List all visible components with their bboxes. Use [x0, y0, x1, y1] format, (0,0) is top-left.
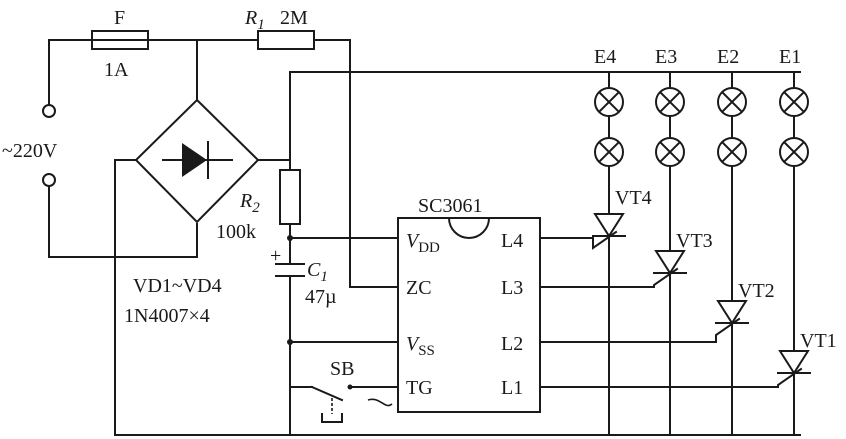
pin-vdd: VDD	[406, 230, 440, 256]
c1-plus: +	[270, 245, 281, 267]
c1-value: 47µ	[305, 286, 337, 308]
lamp-label-e2: E2	[717, 46, 739, 68]
pin-l1: L1	[501, 377, 523, 399]
r2-value: 100k	[216, 221, 256, 243]
pin-l2: L2	[501, 333, 523, 355]
pin-l4: L4	[501, 230, 523, 252]
thyristor-label-vt2: VT2	[738, 280, 775, 302]
c1-symbol: C1	[307, 259, 328, 285]
lamp-e3-a	[655, 87, 685, 117]
top-wiring	[48, 39, 399, 288]
lamp-e2-a	[717, 87, 747, 117]
lamp-label-e3: E3	[655, 46, 677, 68]
fuse-f: F 1A	[91, 7, 149, 81]
lamp-label-e1: E1	[779, 46, 801, 68]
capacitor-c1-labels: + C1 47µ	[270, 245, 337, 308]
r2-symbol: R2	[239, 190, 260, 216]
thyristor-label-vt3: VT3	[676, 230, 713, 252]
switch-label: SB	[330, 358, 354, 380]
resistor-r2-labels: R2 100k	[216, 190, 260, 243]
ic-sc3061: SC3061 VDD ZC VSS TG L4 L3 L2 L1	[397, 195, 541, 413]
switch-sb: SB	[289, 358, 399, 423]
pin-tg: TG	[406, 377, 433, 399]
lamp-e2-b	[717, 137, 747, 167]
lamp-e1-b	[779, 137, 809, 167]
bridge-diodes: VD1~VD4	[133, 275, 222, 297]
lamp-e4-b	[594, 137, 624, 167]
bridge-rectifier: VD1~VD4 1N4007×4	[114, 98, 291, 436]
r1-value: 2M	[280, 7, 308, 29]
bridge-part: 1N4007×4	[124, 305, 210, 327]
pin-l3: L3	[501, 277, 523, 299]
lamp-e3-b	[655, 137, 685, 167]
thyristor-label-vt1: VT1	[800, 330, 837, 352]
fuse-rating: 1A	[104, 59, 129, 81]
mains-input: ~220V	[2, 104, 198, 258]
ic-name: SC3061	[418, 195, 482, 217]
pin-vss: VSS	[406, 333, 435, 359]
lamp-label-e4: E4	[594, 46, 616, 68]
r1-symbol: R1	[244, 7, 265, 33]
supply-branch	[275, 71, 801, 436]
mains-label: ~220V	[2, 140, 58, 162]
pin-zc: ZC	[406, 277, 432, 299]
lamp-e4-a	[594, 87, 624, 117]
lamp-e1-a	[779, 87, 809, 117]
resistor-r1: R1 2M	[244, 7, 315, 50]
thyristor-label-vt4: VT4	[615, 187, 652, 209]
fuse-label: F	[114, 7, 125, 29]
